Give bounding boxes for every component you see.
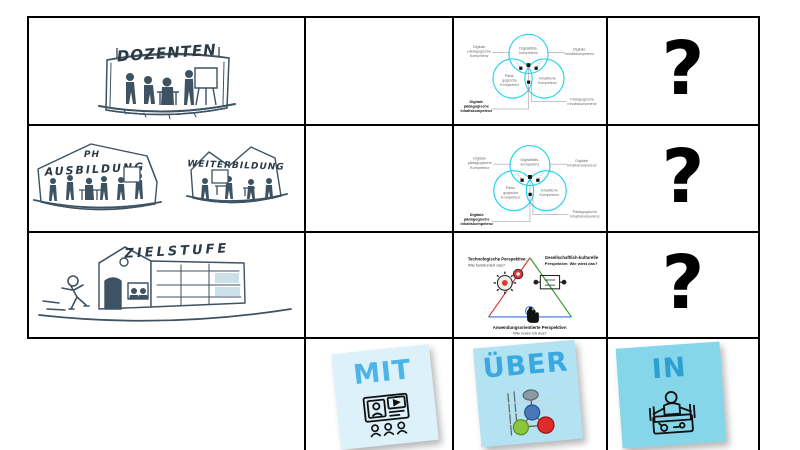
question-mark-row1: ? <box>661 26 705 112</box>
triangle-question-gesellschaftlich: Perspektive: Wie wirkt das? <box>545 261 598 266</box>
grid-border-right <box>758 16 760 450</box>
cell-question-row1: ? <box>608 18 758 124</box>
grid-divider-col3 <box>606 16 608 450</box>
tile-mit[interactable]: MIT <box>331 344 439 450</box>
tile-mit-icon-wrap <box>336 386 438 444</box>
triangle-label-technologisch: Technologische Perspektive: <box>468 257 527 262</box>
cell-empty-row2 <box>306 126 452 231</box>
cell-question-row2: ? <box>608 126 758 231</box>
video-conference-icon <box>362 392 410 438</box>
tile-ueber[interactable]: ÜBER <box>472 339 584 448</box>
cell-dozenten-sketch: DOZENTEN <box>29 18 304 124</box>
venn-label-top: Digitalitäts-kompetenz <box>519 47 538 55</box>
tile-in-word: IN <box>650 351 688 386</box>
ausbildung-caption-top: PH <box>84 150 100 160</box>
cell-question-row3: ? <box>608 233 758 337</box>
triangle-label-gesellschaftlich: Gesellschaftlich-kulturelle <box>545 255 599 260</box>
tile-in-icon-wrap <box>619 383 726 442</box>
grid-divider-row1 <box>27 124 760 126</box>
cell-empty-row3 <box>306 233 452 337</box>
triangle-question-technologisch: Wie funktioniert das? <box>468 263 506 268</box>
cell-zielstufe-sketch: ZIELSTUFE <box>29 233 304 337</box>
zielstufe-caption: ZIELSTUFE <box>123 241 230 262</box>
hand-pointer-icon <box>525 306 539 323</box>
person-machine-icon <box>648 391 696 435</box>
weiterbildung-caption: WEITERBILDUNG <box>187 159 285 172</box>
tile-in[interactable]: IN <box>615 341 727 449</box>
zielstufe-drawing: ZIELSTUFE <box>38 241 292 322</box>
grid-border-left <box>27 16 29 337</box>
grid-divider-col2 <box>452 16 454 450</box>
network-nodes-icon <box>503 389 556 436</box>
tile-ueber-icon-wrap <box>476 380 582 444</box>
tile-ueber-word: ÜBER <box>481 346 570 385</box>
ausbildung-drawing: PH AUSBILDUNG WEITERBILDUNG <box>33 143 288 211</box>
cell-empty-row4 <box>29 339 304 449</box>
cell-empty-row1 <box>306 18 452 124</box>
cell-triangle-row3: Technologische Perspektive: Wie funktion… <box>456 240 604 335</box>
triangle-label-anwendung: Anwendungsorientierte Perspektive: <box>493 325 568 330</box>
grid-divider-row2 <box>27 231 760 233</box>
question-mark-row3: ? <box>661 240 705 326</box>
grid-border-top <box>27 16 760 18</box>
question-mark-row2: ? <box>661 133 705 220</box>
grid-divider-col1 <box>304 16 306 450</box>
cell-ausbildung-sketch: PH AUSBILDUNG WEITERBILDUNG <box>29 126 304 231</box>
gears-icon <box>493 268 524 295</box>
grid-divider-row3 <box>27 337 760 339</box>
dagstuhl-triangle: Technologische Perspektive: Wie funktion… <box>468 255 599 335</box>
dozenten-drawing: DOZENTEN <box>98 41 236 120</box>
network-box-icon <box>533 274 567 290</box>
ausbildung-caption: AUSBILDUNG <box>43 160 145 178</box>
triangle-question-anwendung: Wie nutze ich das? <box>513 331 547 335</box>
venn-label-top: Digitalitäts-kompetenz <box>521 158 541 167</box>
